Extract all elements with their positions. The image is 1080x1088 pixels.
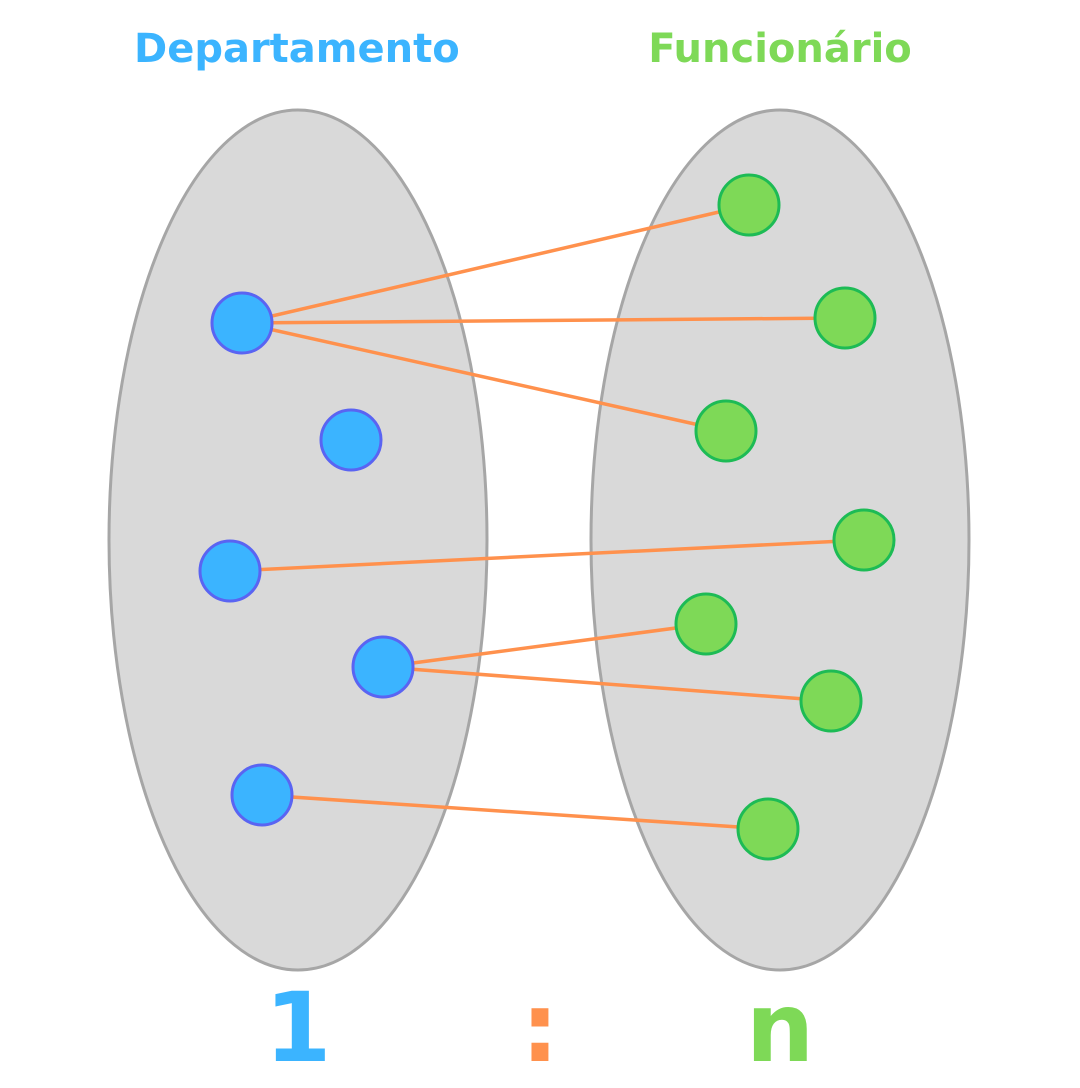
link-line-6 xyxy=(382,665,832,703)
funcionario-nodes xyxy=(674,173,896,861)
departamento-node-4 xyxy=(351,635,415,699)
funcionario-title: Funcionário xyxy=(648,26,912,72)
cardinality-separator: : xyxy=(520,972,560,1084)
funcionario-node-6 xyxy=(799,669,863,733)
funcionario-node-4 xyxy=(832,508,896,572)
departamento-nodes xyxy=(198,291,415,827)
funcionario-node-2 xyxy=(813,286,877,350)
funcionario-node-5 xyxy=(674,592,738,656)
departamento-node-5 xyxy=(230,763,294,827)
departamento-set xyxy=(107,108,489,972)
funcionario-node-7 xyxy=(736,797,800,861)
funcionario-node-1 xyxy=(717,173,781,237)
cardinality-one: 1 xyxy=(264,972,332,1084)
link-line-4 xyxy=(229,538,865,573)
departamento-title: Departamento xyxy=(134,26,460,72)
links-layer xyxy=(229,203,865,831)
funcionario-node-3 xyxy=(694,399,758,463)
departamento-node-2 xyxy=(319,408,383,472)
link-line-1 xyxy=(241,203,750,325)
link-line-5 xyxy=(382,622,707,669)
departamento-node-3 xyxy=(198,539,262,603)
cardinality-many: n xyxy=(745,972,815,1084)
link-line-2 xyxy=(241,316,846,325)
link-line-7 xyxy=(261,793,769,831)
link-line-3 xyxy=(241,321,727,433)
departamento-node-1 xyxy=(210,291,274,355)
